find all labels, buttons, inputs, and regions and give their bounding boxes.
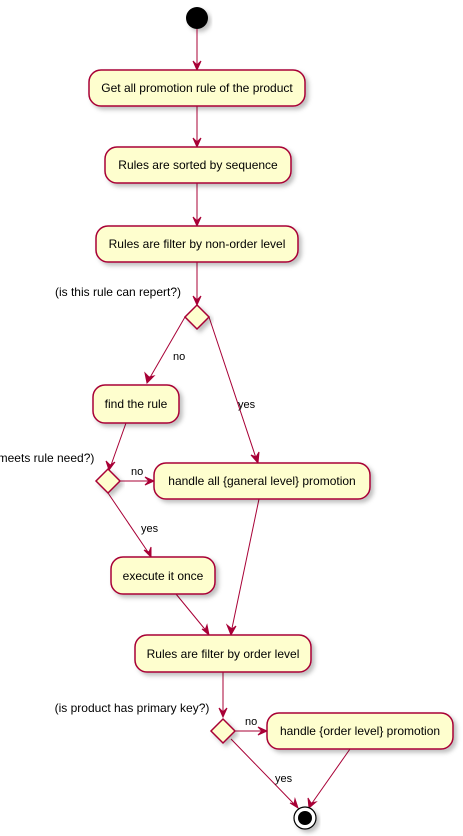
edge-arrow — [225, 623, 237, 637]
activity-label: find the rule — [105, 397, 168, 411]
decision-question: (is product has primary key?) — [55, 701, 210, 715]
edge-arrow — [144, 371, 156, 385]
branch-label-meets-yes: yes — [141, 523, 159, 535]
activity-handle-order: handle {order level} promotion — [266, 712, 454, 750]
decision-primary-key: (is product has primary key?) — [55, 701, 237, 745]
start-node — [186, 7, 208, 29]
edge-arrow — [105, 460, 116, 472]
activity-find-rule: find the rule — [92, 384, 180, 424]
branch-label-repeat-yes: yes — [238, 399, 256, 411]
edge-arrow — [218, 707, 228, 719]
edge-arrow — [192, 295, 202, 307]
edge-repeat-yes — [208, 316, 258, 462]
edge-handle-order-to-end — [309, 748, 351, 807]
edge-arrow — [257, 726, 269, 736]
activity-filter-non-order: Rules are filter by non-order level — [95, 225, 299, 263]
decision-question: (meets rule need?) — [0, 451, 94, 465]
edge-arrow — [307, 797, 318, 810]
edge-meets-yes — [107, 492, 151, 556]
branch-label-pk-no: no — [245, 716, 257, 728]
branch-label-repeat-no: no — [173, 351, 185, 363]
branch-label-meets-no: no — [131, 466, 143, 478]
edge-arrow — [192, 137, 202, 149]
edge-arrow — [250, 451, 260, 465]
edge-arrow — [144, 476, 156, 486]
edge-arrow — [192, 216, 202, 228]
decision-repeat: (is this rule can repert?) — [55, 285, 211, 331]
edge-repeat-no — [147, 316, 186, 382]
decision-meets: (meets rule need?) — [0, 451, 122, 495]
edge-arrow — [143, 546, 152, 559]
edge-arrow — [289, 797, 299, 810]
activity-filter-order: Rules are filter by order level — [134, 634, 312, 673]
activity-label: Rules are filter by non-order level — [109, 237, 286, 251]
end-node — [293, 806, 317, 830]
activity-sort-rules: Rules are sorted by sequence — [104, 146, 292, 184]
edge-arrow — [192, 60, 202, 72]
decision-question: (is this rule can repert?) — [55, 285, 181, 299]
activity-label: execute it once — [123, 569, 204, 583]
activity-execute-once: execute it once — [110, 556, 216, 595]
edge-arrow — [201, 623, 210, 637]
activity-label: handle {order level} promotion — [280, 724, 440, 738]
activity-label: Rules are sorted by sequence — [118, 158, 278, 172]
activity-label: handle all {ganeral level} promotion — [168, 474, 355, 488]
edges — [105, 29, 351, 810]
edge-general-to-filter-order — [230, 498, 260, 634]
activity-handle-general: handle all {ganeral level} promotion — [153, 462, 371, 500]
activity-label: Get all promotion rule of the product — [101, 81, 293, 95]
edge-execute-to-filter-order — [175, 593, 209, 634]
activity-get-rules: Get all promotion rule of the product — [88, 69, 306, 107]
edge-pk-yes — [230, 738, 297, 807]
edge-find-to-meets — [109, 422, 127, 469]
branch-label-pk-yes: yes — [275, 773, 293, 785]
activity-label: Rules are filter by order level — [147, 647, 300, 661]
